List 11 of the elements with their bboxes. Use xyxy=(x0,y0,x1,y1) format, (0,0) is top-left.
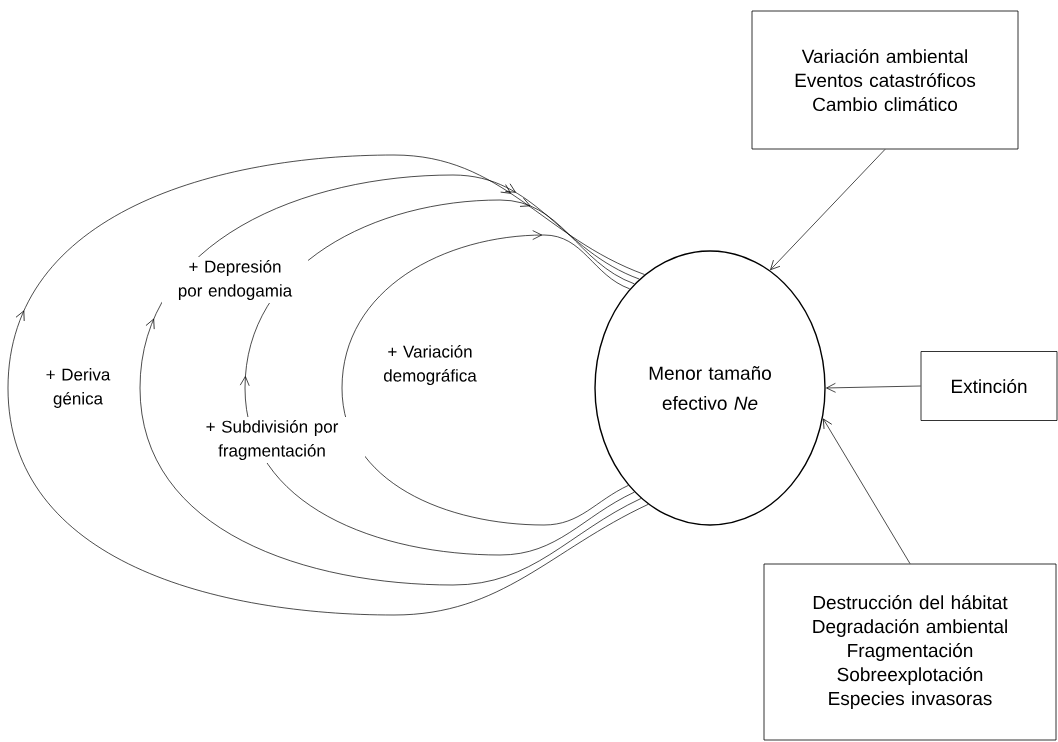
edge-label: + Variación demográfica xyxy=(383,345,477,386)
text-box: Destrucción del hábitat Degradación ambiental Fragmentación Sobreexplotación Especies invasoras xyxy=(763,563,1057,741)
edge-label: + Subdivisión por fragmentación xyxy=(206,420,339,461)
arrow xyxy=(822,418,911,564)
arrow xyxy=(770,149,886,271)
text-box: Extinción xyxy=(920,351,1058,421)
edge-label: + Depresión por endogamia xyxy=(178,260,293,301)
text-box: Variación ambiental Eventos catastróficos Cambio climático xyxy=(751,10,1019,150)
edge-label: + Deriva génica xyxy=(46,368,111,408)
ellipse-node: Menor tamaño efectivo Ne xyxy=(594,250,826,526)
arrow xyxy=(826,382,921,393)
